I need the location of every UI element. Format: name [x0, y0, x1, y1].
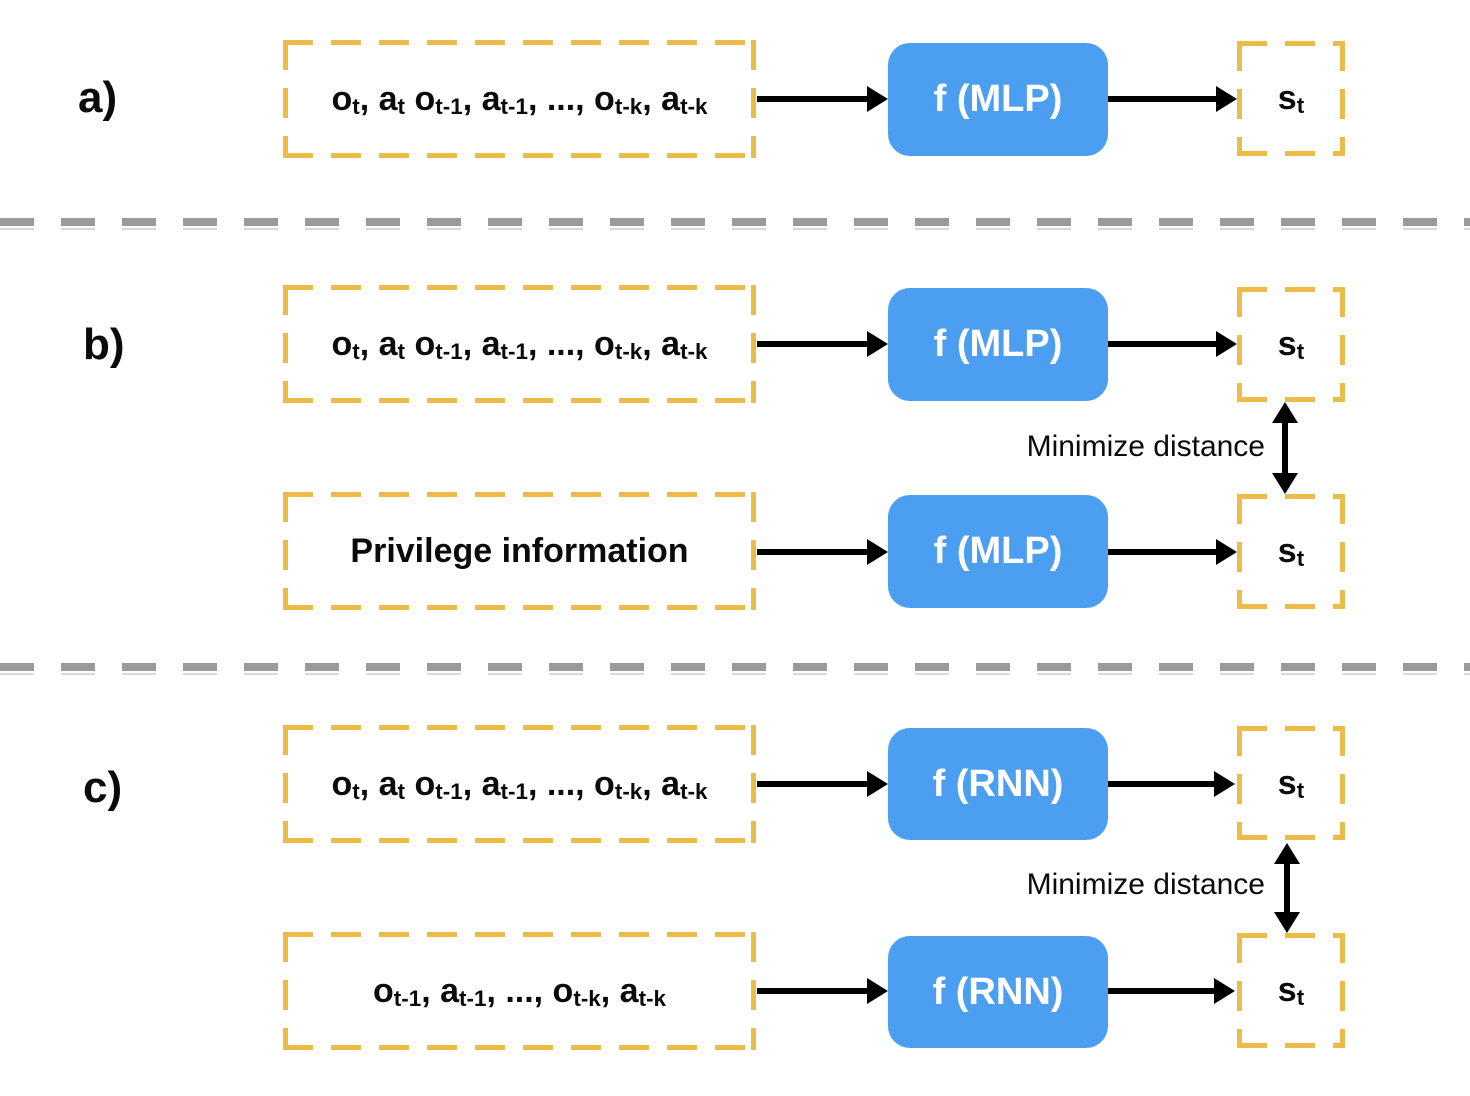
minimize-distance-arrow-c — [1274, 843, 1300, 933]
arrow-head-down-icon — [1274, 912, 1300, 933]
arrow-shaft — [757, 341, 870, 347]
section-divider-2 — [0, 663, 1470, 676]
arrow-input-to-model-a — [757, 86, 888, 112]
input-box-history-a: ot, at ot-1, at-1, ..., ot-k, at-k — [283, 40, 756, 158]
arrow-head-icon — [1216, 86, 1237, 112]
privilege-information-text: Privilege information — [350, 531, 689, 570]
input-box-history-partial-c: ot-1, at-1, ..., ot-k, at-k — [283, 932, 756, 1050]
section-label-b: b) — [83, 320, 125, 369]
model-box-mlp-a: f (MLP) — [888, 43, 1108, 156]
arrow-head-up-icon — [1274, 843, 1300, 864]
arrow-shaft — [757, 781, 870, 787]
arrow-head-icon — [1214, 771, 1235, 797]
arrow-head-down-icon — [1272, 473, 1298, 494]
model-label: f (RNN) — [932, 970, 1064, 1013]
minimize-distance-label-b: Minimize distance — [1026, 430, 1265, 463]
arrow-head-icon — [1214, 978, 1235, 1004]
state-box-c-top: st — [1237, 726, 1345, 840]
arrow-shaft — [757, 988, 870, 994]
input-box-privilege-b: Privilege information — [283, 492, 756, 610]
divider-dash-light — [0, 228, 1470, 230]
state-text: st — [1277, 79, 1305, 119]
minimize-distance-label-c: Minimize distance — [1026, 868, 1265, 901]
model-label: f (RNN) — [932, 762, 1064, 805]
section-label-a: a) — [78, 73, 118, 122]
history-sequence-text: ot, at ot-1, at-1, ..., ot-k, at-k — [331, 764, 708, 804]
arrow-head-icon — [867, 771, 888, 797]
arrow-input-to-model-c-top — [757, 771, 888, 797]
arrow-model-to-state-c-top — [1108, 771, 1235, 797]
state-box-b-top: st — [1237, 287, 1345, 402]
model-box-mlp-b-top: f (MLP) — [888, 288, 1108, 401]
state-box-b-bottom: st — [1237, 494, 1345, 609]
state-text: st — [1277, 971, 1305, 1011]
state-box-a: st — [1237, 41, 1345, 156]
arrow-head-icon — [867, 539, 888, 565]
arrow-shaft — [1108, 96, 1219, 102]
arrow-shaft — [1282, 416, 1288, 480]
minimize-distance-arrow-b — [1272, 402, 1298, 494]
history-sequence-text: ot, at ot-1, at-1, ..., ot-k, at-k — [331, 79, 708, 119]
section-divider-1 — [0, 218, 1470, 231]
divider-dash-dark — [0, 663, 1470, 671]
section-label-c: c) — [83, 763, 123, 812]
divider-dash-dark — [0, 218, 1470, 226]
divider-dash-light — [0, 673, 1470, 675]
arrow-shaft — [757, 96, 870, 102]
arrow-head-icon — [1216, 539, 1237, 565]
arrow-shaft — [1108, 988, 1217, 994]
arrow-model-to-state-c-bottom — [1108, 978, 1235, 1004]
arrow-head-icon — [867, 331, 888, 357]
state-text: st — [1277, 325, 1305, 365]
arrow-head-icon — [867, 86, 888, 112]
arrow-input-to-model-b-bottom — [757, 539, 888, 565]
arrow-shaft — [1108, 781, 1217, 787]
model-label: f (MLP) — [933, 323, 1063, 365]
arrow-head-up-icon — [1272, 402, 1298, 423]
arrow-head-icon — [1216, 331, 1237, 357]
arrow-shaft — [1108, 341, 1219, 347]
arrow-shaft — [1284, 857, 1290, 919]
arrow-head-icon — [867, 978, 888, 1004]
input-box-history-c: ot, at ot-1, at-1, ..., ot-k, at-k — [283, 725, 756, 843]
model-label: f (MLP) — [933, 78, 1063, 120]
state-box-c-bottom: st — [1237, 933, 1345, 1048]
model-box-mlp-b-bottom: f (MLP) — [888, 495, 1108, 608]
input-box-history-b: ot, at ot-1, at-1, ..., ot-k, at-k — [283, 285, 756, 403]
model-label: f (MLP) — [933, 530, 1063, 572]
arrow-shaft — [1108, 549, 1219, 555]
arrow-input-to-model-c-bottom — [757, 978, 888, 1004]
state-text: st — [1277, 532, 1305, 572]
arrow-model-to-state-b-bottom — [1108, 539, 1237, 565]
arrow-input-to-model-b-top — [757, 331, 888, 357]
model-box-rnn-c-bottom: f (RNN) — [888, 936, 1108, 1048]
arrow-shaft — [757, 549, 870, 555]
history-sequence-text: ot, at ot-1, at-1, ..., ot-k, at-k — [331, 324, 708, 364]
arrow-model-to-state-b-top — [1108, 331, 1237, 357]
arrow-model-to-state-a — [1108, 86, 1237, 112]
history-sequence-text: ot-1, at-1, ..., ot-k, at-k — [372, 971, 667, 1011]
model-box-rnn-c-top: f (RNN) — [888, 728, 1108, 840]
state-text: st — [1277, 763, 1305, 803]
